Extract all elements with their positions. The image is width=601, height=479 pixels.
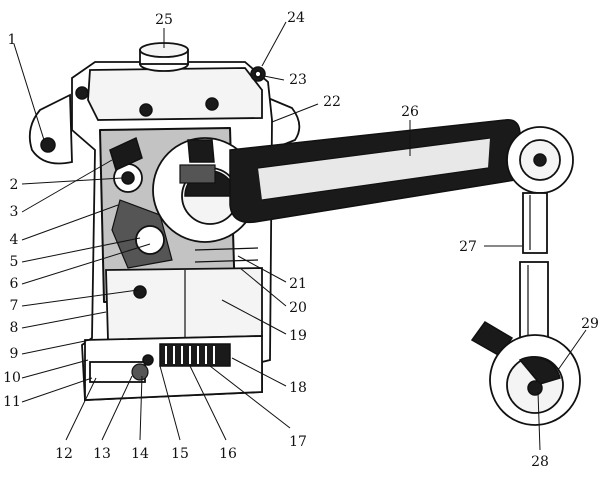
callout-22: 22 bbox=[323, 94, 341, 110]
callout-23: 23 bbox=[289, 72, 307, 88]
callout-20: 20 bbox=[289, 300, 307, 316]
callout-12: 12 bbox=[55, 446, 73, 462]
callout-13: 13 bbox=[93, 446, 111, 462]
lower-ball-socket bbox=[470, 321, 581, 426]
callout-24: 24 bbox=[287, 10, 305, 26]
callout-21: 21 bbox=[289, 276, 307, 292]
callout-17: 17 bbox=[289, 434, 307, 450]
callout-labels: 1 2 3 4 5 6 7 8 9 10 11 12 13 14 15 16 1… bbox=[3, 10, 599, 470]
lower-chamber-parts bbox=[133, 247, 259, 299]
drag-link-lower bbox=[519, 261, 549, 348]
callout-1: 1 bbox=[8, 32, 17, 48]
callout-15: 15 bbox=[171, 446, 189, 462]
callout-2: 2 bbox=[10, 177, 19, 193]
cover-bolts bbox=[75, 66, 266, 117]
drop-arm bbox=[229, 119, 521, 224]
callout-25: 25 bbox=[155, 12, 173, 28]
callout-5: 5 bbox=[10, 254, 19, 270]
leader-lines bbox=[13, 21, 587, 451]
callout-8: 8 bbox=[10, 320, 19, 336]
callout-28: 28 bbox=[531, 454, 549, 470]
callout-29: 29 bbox=[581, 316, 599, 332]
mounting-lug-right bbox=[267, 96, 301, 152]
filler-cap bbox=[139, 42, 189, 72]
callout-18: 18 bbox=[289, 380, 307, 396]
callout-27: 27 bbox=[459, 239, 477, 255]
callout-16: 16 bbox=[219, 446, 237, 462]
callout-7: 7 bbox=[10, 298, 19, 314]
drag-link-upper bbox=[522, 192, 548, 254]
callout-4: 4 bbox=[10, 232, 19, 248]
callout-3: 3 bbox=[10, 204, 19, 220]
callout-14: 14 bbox=[131, 446, 149, 462]
callout-11: 11 bbox=[3, 394, 21, 410]
callout-26: 26 bbox=[401, 104, 419, 120]
drop-arm-ball-joint bbox=[506, 126, 574, 194]
callout-6: 6 bbox=[10, 276, 19, 292]
callout-9: 9 bbox=[10, 346, 19, 362]
mounting-lug-left bbox=[28, 93, 73, 165]
callout-10: 10 bbox=[3, 370, 21, 386]
callout-19: 19 bbox=[289, 328, 307, 344]
